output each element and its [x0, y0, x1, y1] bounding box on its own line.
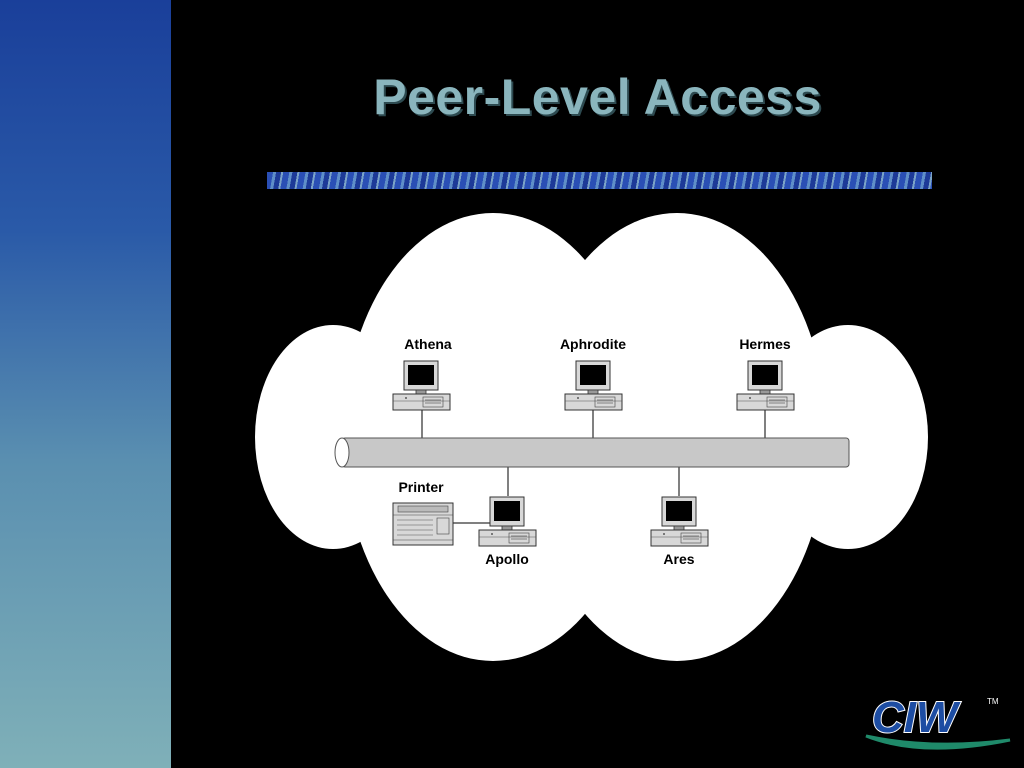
network-backbone-cable — [334, 437, 850, 468]
sidebar-gradient-panel — [0, 0, 171, 768]
printer-icon — [392, 502, 454, 546]
aphrodite-label: Aphrodite — [560, 336, 626, 352]
network-cloud — [255, 213, 928, 661]
athena-label: Athena — [404, 336, 452, 352]
slide-title: Peer-Level Access — [373, 69, 822, 125]
ares-label: Ares — [663, 551, 694, 567]
ciw-logo: CIW TM — [865, 692, 1011, 750]
logo-swoosh — [865, 734, 1011, 750]
hermes-label: Hermes — [739, 336, 791, 352]
apollo-label: Apollo — [485, 551, 529, 567]
printer-label: Printer — [398, 479, 444, 495]
logo-text: CIW — [872, 693, 961, 742]
title-divider — [267, 172, 932, 189]
logo-trademark: TM — [987, 697, 999, 706]
